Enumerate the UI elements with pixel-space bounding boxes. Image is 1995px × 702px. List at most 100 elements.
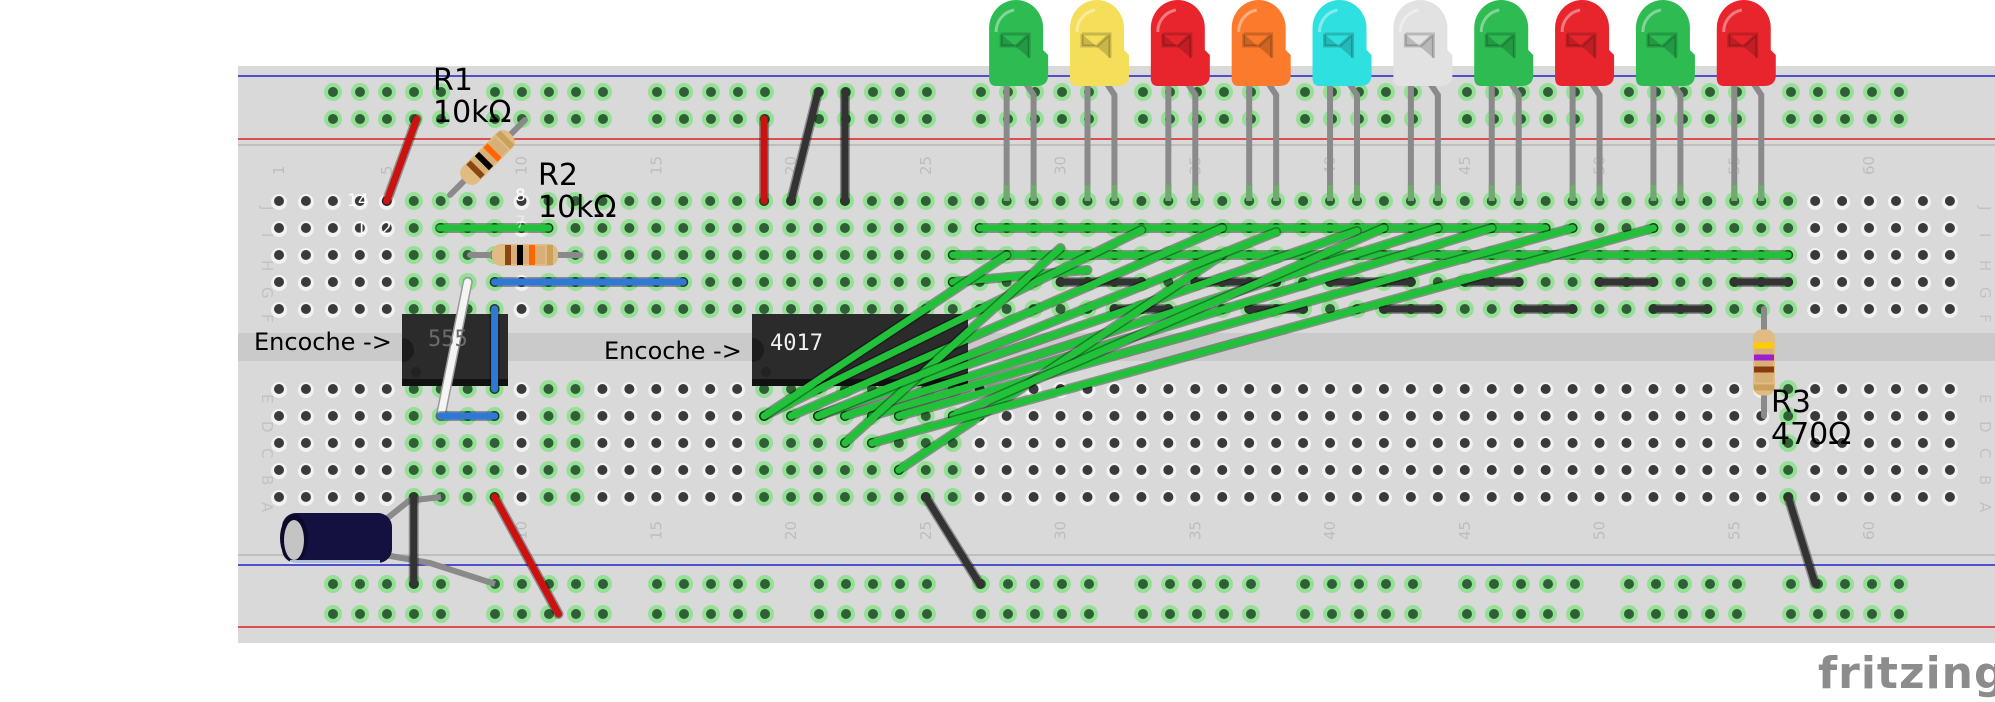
breadboard-hole[interactable]: [1136, 438, 1147, 448]
breadboard-hole[interactable]: [1917, 465, 1928, 475]
breadboard-hole[interactable]: [543, 384, 554, 394]
breadboard-hole[interactable]: [1109, 492, 1120, 502]
breadboard-hole[interactable]: [705, 465, 716, 475]
resistor-r3[interactable]: [1753, 306, 1775, 419]
breadboard-hole[interactable]: [895, 87, 905, 97]
breadboard-hole[interactable]: [651, 304, 662, 314]
breadboard-hole[interactable]: [1567, 411, 1578, 421]
breadboard-hole[interactable]: [1057, 609, 1067, 619]
breadboard-hole[interactable]: [652, 114, 662, 124]
breadboard-hole[interactable]: [1810, 223, 1821, 233]
breadboard-hole[interactable]: [354, 304, 365, 314]
breadboard-hole[interactable]: [1432, 492, 1443, 502]
breadboard-hole[interactable]: [462, 384, 473, 394]
breadboard-hole[interactable]: [436, 114, 446, 124]
breadboard-hole[interactable]: [1891, 196, 1901, 206]
breadboard-hole[interactable]: [920, 465, 931, 475]
breadboard-hole[interactable]: [355, 114, 365, 124]
breadboard-hole[interactable]: [1567, 277, 1578, 287]
breadboard-hole[interactable]: [1729, 411, 1740, 421]
breadboard-hole[interactable]: [976, 609, 986, 619]
breadboard-hole[interactable]: [516, 196, 527, 206]
breadboard-hole[interactable]: [408, 196, 419, 206]
breadboard-hole[interactable]: [1756, 223, 1767, 233]
breadboard-hole[interactable]: [1864, 492, 1875, 502]
breadboard-hole[interactable]: [1138, 579, 1148, 589]
breadboard-hole[interactable]: [1648, 465, 1659, 475]
breadboard-hole[interactable]: [1219, 87, 1229, 97]
breadboard-hole[interactable]: [1675, 438, 1686, 448]
breadboard-hole[interactable]: [544, 87, 554, 97]
breadboard-hole[interactable]: [1513, 411, 1524, 421]
breadboard-hole[interactable]: [732, 304, 743, 314]
breadboard-hole[interactable]: [381, 411, 392, 421]
breadboard-hole[interactable]: [813, 492, 823, 502]
breadboard-hole[interactable]: [1109, 384, 1120, 394]
wire-green-fan-3[interactable]: [839, 223, 1443, 421]
breadboard-hole[interactable]: [1325, 411, 1336, 421]
breadboard-hole[interactable]: [1378, 196, 1389, 206]
breadboard-hole[interactable]: [408, 465, 419, 475]
breadboard-hole[interactable]: [1813, 114, 1823, 124]
breadboard-hole[interactable]: [1624, 114, 1634, 124]
breadboard-hole[interactable]: [1624, 579, 1634, 589]
breadboard-hole[interactable]: [597, 223, 608, 233]
breadboard-hole[interactable]: [1894, 609, 1904, 619]
breadboard-hole[interactable]: [947, 438, 958, 448]
breadboard-hole[interactable]: [1408, 579, 1418, 589]
breadboard-hole[interactable]: [1217, 384, 1228, 394]
breadboard-hole[interactable]: [1675, 384, 1686, 394]
breadboard-hole[interactable]: [1352, 438, 1362, 448]
wire-green-fan-4[interactable]: [866, 223, 1497, 421]
breadboard-hole[interactable]: [1810, 384, 1821, 394]
breadboard-hole[interactable]: [1084, 579, 1094, 589]
breadboard-hole[interactable]: [300, 411, 311, 421]
breadboard-hole[interactable]: [435, 250, 446, 260]
breadboard-hole[interactable]: [300, 277, 311, 287]
breadboard-hole[interactable]: [839, 223, 850, 233]
breadboard-hole[interactable]: [651, 250, 662, 260]
breadboard-hole[interactable]: [516, 492, 527, 502]
breadboard-hole[interactable]: [543, 465, 554, 475]
breadboard-hole[interactable]: [1138, 114, 1148, 124]
wire-green-fan-0[interactable]: [759, 225, 1147, 421]
breadboard-hole[interactable]: [435, 277, 446, 287]
breadboard-hole[interactable]: [1917, 384, 1928, 394]
breadboard-hole[interactable]: [354, 277, 365, 287]
breadboard-hole[interactable]: [651, 196, 662, 206]
breadboard-hole[interactable]: [1082, 492, 1093, 502]
breadboard-hole[interactable]: [1432, 438, 1443, 448]
breadboard-hole[interactable]: [597, 304, 608, 314]
breadboard-hole[interactable]: [841, 609, 851, 619]
breadboard-hole[interactable]: [1891, 411, 1901, 421]
breadboard-hole[interactable]: [1432, 465, 1443, 475]
breadboard-hole[interactable]: [893, 438, 904, 448]
breadboard-hole[interactable]: [300, 196, 311, 206]
breadboard-hole[interactable]: [1459, 304, 1470, 314]
breadboard-hole[interactable]: [1325, 465, 1336, 475]
breadboard-hole[interactable]: [408, 250, 419, 260]
wire-green-fan-8[interactable]: [947, 223, 1389, 421]
led-yellow[interactable]: [1069, 0, 1129, 201]
breadboard-hole[interactable]: [462, 492, 473, 502]
breadboard-hole[interactable]: [786, 384, 797, 394]
breadboard-hole[interactable]: [1217, 438, 1228, 448]
breadboard-hole[interactable]: [543, 196, 554, 206]
breadboard-hole[interactable]: [571, 114, 581, 124]
breadboard-hole[interactable]: [408, 438, 419, 448]
breadboard-hole[interactable]: [814, 609, 824, 619]
breadboard-hole[interactable]: [1917, 223, 1928, 233]
breadboard-hole[interactable]: [947, 223, 958, 233]
breadboard-hole[interactable]: [408, 304, 419, 314]
breadboard-hole[interactable]: [1298, 196, 1309, 206]
breadboard-hole[interactable]: [1864, 384, 1875, 394]
breadboard-hole[interactable]: [354, 465, 365, 475]
breadboard-hole[interactable]: [732, 492, 743, 502]
breadboard-hole[interactable]: [1489, 579, 1499, 589]
breadboard-hole[interactable]: [813, 223, 823, 233]
breadboard-hole[interactable]: [516, 438, 527, 448]
breadboard-hole[interactable]: [516, 384, 527, 394]
breadboard-hole[interactable]: [543, 492, 554, 502]
breadboard-hole[interactable]: [1378, 411, 1389, 421]
breadboard-hole[interactable]: [598, 579, 608, 589]
